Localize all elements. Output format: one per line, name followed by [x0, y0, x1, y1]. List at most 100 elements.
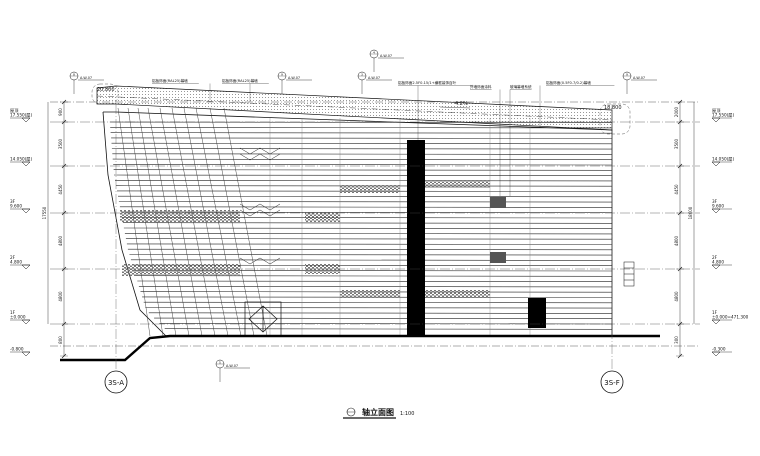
louver-line: [137, 280, 613, 282]
louver-line: [113, 174, 613, 176]
annotation-note: 玻璃幕墙系统: [509, 84, 532, 196]
dark-door-block: [528, 298, 546, 328]
dimension-value: 4450: [674, 184, 679, 195]
tag-reference: A-W-07: [80, 76, 92, 80]
level-marker: 2F4.800: [711, 255, 732, 270]
tag-number: 5: [219, 360, 221, 364]
dimension-value: 800: [58, 336, 63, 344]
detail-tags: 8A-W-079A-W-073A-W-079A-W-074A-W-075A-W-…: [69, 49, 657, 382]
tag-reference: A-W-07: [368, 76, 380, 80]
tag-reference: A-W-07: [380, 54, 392, 58]
level-marker: 1F±0.000: [10, 310, 31, 325]
louver-line: [129, 254, 613, 256]
level-lines: [50, 121, 700, 325]
slanted-line: [223, 107, 268, 337]
detail-tag: 4A-W-07: [369, 49, 404, 72]
louver-line: [126, 243, 613, 245]
tag-number: 3: [361, 72, 363, 76]
roof-slope: 4.2%: [455, 101, 468, 107]
louver-line: [127, 248, 613, 251]
dimension-value: 300: [674, 336, 679, 344]
dimension-total: 18600: [688, 206, 693, 219]
dimension-value: 4800: [58, 291, 63, 302]
level-elevation: ±0.000: [10, 315, 26, 320]
level-floor: 1F: [712, 310, 718, 315]
tag-number: 8: [73, 72, 75, 76]
level-floor: 2F: [10, 255, 16, 260]
level-elevation: 9.600: [712, 204, 724, 209]
dimension-value: 4800: [58, 235, 63, 246]
level-elevation: -0.800: [10, 347, 24, 352]
note-text: 玻璃幕墙系统: [510, 84, 532, 89]
louver-line: [164, 328, 613, 330]
louver-line: [138, 285, 613, 288]
level-floor: 屋顶: [712, 108, 721, 114]
ground-line: [50, 334, 700, 362]
level-floor: 3F: [10, 199, 16, 204]
louver-line: [119, 206, 613, 208]
annotation-note: 铝板饰面(RAL25)幕墙: [222, 78, 269, 102]
level-marker: 1F±0.000=471.300: [711, 310, 749, 325]
dimension-value: 900: [58, 108, 63, 116]
note-text: 铝板饰面2.5F0.15/1+横框装饰百叶: [398, 80, 457, 85]
detail-tag: 9A-W-07: [277, 71, 312, 94]
dark-window-upper: [490, 197, 506, 208]
note-text: 铝板饰面(RAL25)幕墙: [152, 78, 188, 83]
louver-line: [113, 169, 613, 171]
louver-line: [130, 259, 613, 261]
tag-reference: A-W-07: [633, 76, 645, 80]
level-marker: 14.050(屋): [711, 157, 734, 167]
roof-marks: 20.800 18.800 4.2%: [91, 83, 631, 135]
chevron-decorations: [239, 147, 281, 265]
level-elevation: 4.800: [10, 260, 22, 265]
level-elevation: 9.600: [10, 204, 22, 209]
grid-axis-left: 3S-A: [104, 104, 128, 394]
louver-line: [113, 164, 613, 166]
dimension-total: 17550: [42, 206, 47, 219]
levels-left: 屋顶17.550(屋)14.050(屋)3F9.6002F4.8001F±0.0…: [10, 108, 32, 357]
annotation-note: 铝板饰面(0.5F0.7/0.2)幕墙: [539, 80, 615, 128]
dark-window-mid: [490, 252, 506, 263]
level-floor: 3F: [712, 199, 718, 204]
level-elevation: 17.550(屋): [712, 113, 734, 119]
dimension-value: 4800: [674, 235, 679, 246]
drawing-title: 轴立面图 1:100: [343, 407, 414, 419]
note-text: 外墙饰面涂料: [470, 84, 492, 89]
level-marker: 2F4.800: [10, 255, 31, 270]
detail-tag: 8A-W-07: [69, 71, 104, 94]
tag-number: 4: [373, 50, 375, 54]
tag-reference: A-W-07: [226, 364, 238, 368]
level-floor: 1F: [10, 310, 16, 315]
dimension-chain-right: 2000 3500 4450 4800 4800 300 18600: [674, 99, 695, 359]
louver-line: [111, 148, 613, 150]
level-elevation: ±0.000=471.300: [712, 315, 749, 320]
dimension-value: 3500: [674, 138, 679, 149]
dimension-value: 4450: [58, 184, 63, 195]
louver-line: [114, 180, 613, 182]
note-text: 铝板饰面(RAL25)幕墙: [222, 78, 258, 83]
title-main: 轴立面图: [362, 407, 394, 417]
dimension-value: 2000: [674, 106, 679, 117]
louver-line: [111, 137, 613, 139]
annotation-note: 外墙饰面涂料: [470, 84, 501, 196]
level-elevation: 17.550(屋): [10, 113, 32, 119]
louver-line: [117, 195, 613, 198]
entrance-door: [244, 301, 282, 337]
level-marker: 3F9.600: [10, 199, 31, 214]
louver-line: [124, 233, 613, 235]
detail-tag: 3A-W-07: [357, 71, 392, 94]
level-elevation: 14.050(屋): [10, 157, 32, 163]
dark-curtain-band: [407, 140, 425, 336]
louver-line: [122, 222, 613, 224]
louver-line: [110, 132, 613, 134]
level-marker: 3F9.600: [711, 199, 732, 214]
title-scale: 1:100: [400, 411, 414, 417]
axis-left-label: 3S-A: [108, 379, 124, 387]
detail-tag: 5A-W-07: [215, 359, 250, 382]
louver-line: [110, 127, 613, 129]
dimension-value: 4800: [674, 291, 679, 302]
roof-left-mark: 20.800: [97, 87, 115, 93]
vertical-grid: [269, 118, 531, 336]
